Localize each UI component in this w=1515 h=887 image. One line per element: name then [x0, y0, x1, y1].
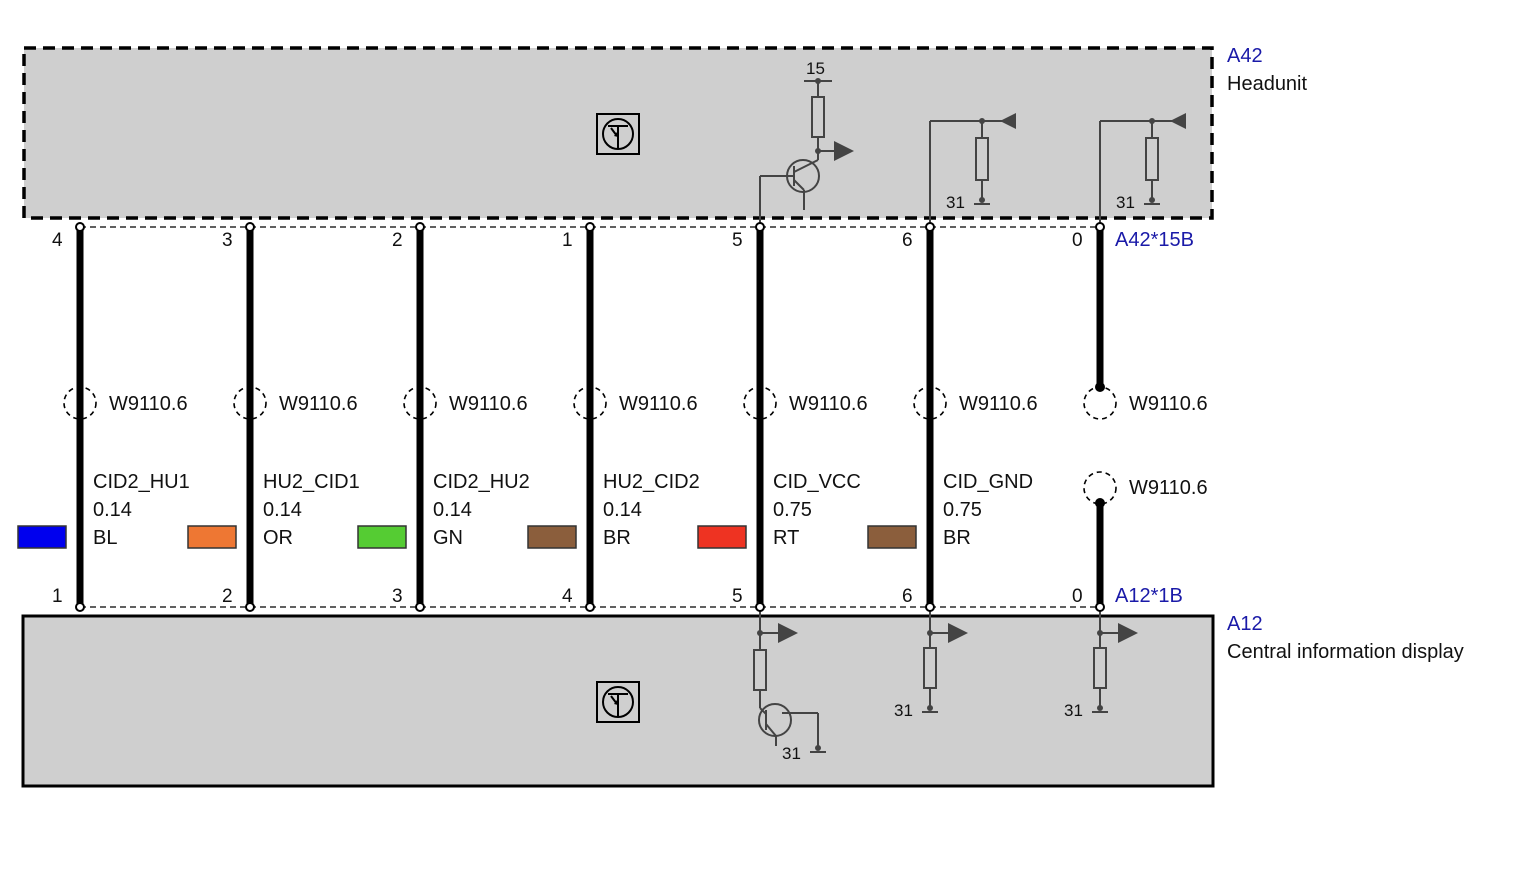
- wire-color-swatch: [17, 525, 67, 549]
- shield-marker: [743, 386, 777, 420]
- wire-size: 0.14: [603, 499, 642, 521]
- wire-size: 0.75: [943, 499, 982, 521]
- wire-shield-label: W9110.6: [109, 393, 188, 415]
- shield-marker: [63, 386, 97, 420]
- wire-top-pin: 4: [52, 230, 63, 251]
- bottom-connector-id: A12*1B: [1115, 585, 1183, 607]
- wire-bottom-terminal: [755, 602, 765, 612]
- wire-color-swatch: [527, 525, 577, 549]
- cid-vcc-circuit: [753, 607, 826, 753]
- shield-marker: [233, 386, 267, 420]
- wire-signal-name: CID2_HU1: [93, 471, 190, 493]
- headunit-ground-circuit-pin0: [1099, 120, 1174, 227]
- wire-top-terminal: [585, 222, 595, 232]
- shield-marker: [403, 386, 437, 420]
- wire-color-code: BL: [93, 527, 117, 549]
- wire-color-code: BR: [603, 527, 631, 549]
- wire-top-terminal: [755, 222, 765, 232]
- headunit-ground-label-pin0: 31: [1116, 193, 1135, 212]
- shield-marker: [573, 386, 607, 420]
- wire-top-pin: 5: [732, 230, 743, 251]
- wire-top-pin: 3: [222, 230, 233, 251]
- top-module-name: Headunit: [1227, 73, 1308, 95]
- wire-top-terminal: [75, 222, 85, 232]
- wire-bottom-pin: 1: [52, 586, 63, 607]
- wire-color-code: RT: [773, 527, 799, 549]
- shield-lower-label: W9110.6: [1129, 477, 1208, 499]
- bottom-module-id: A12: [1227, 613, 1263, 635]
- shield-wire: [1083, 222, 1117, 612]
- wire-bottom-terminal: [585, 602, 595, 612]
- wire-top-pin: 1: [562, 230, 573, 251]
- wire-signal-name: CID2_HU2: [433, 471, 530, 493]
- wire-shield-label: W9110.6: [619, 393, 698, 415]
- wire-group: 41W9110.6CID2_HU10.14BL32W9110.6HU2_CID1…: [17, 222, 1038, 612]
- headunit-supply-label: 15: [806, 59, 825, 78]
- wire-top-pin: 2: [392, 230, 403, 251]
- wire-signal-name: HU2_CID2: [603, 471, 700, 493]
- wire-signal-name: CID_GND: [943, 471, 1033, 493]
- wire-size: 0.75: [773, 499, 812, 521]
- wire-color-code: GN: [433, 527, 463, 549]
- wire-top-terminal: [415, 222, 425, 232]
- wire-bottom-terminal: [75, 602, 85, 612]
- wire-bottom-terminal: [245, 602, 255, 612]
- wire-color-code: BR: [943, 527, 971, 549]
- top-connector-id: A42*15B: [1115, 229, 1194, 251]
- shield-upper-label: W9110.6: [1129, 393, 1208, 415]
- top-module-id: A42: [1227, 45, 1263, 67]
- shield-wire-top-pin: 0: [1072, 230, 1083, 251]
- wire-bottom-pin: 6: [902, 586, 913, 607]
- wire-shield-label: W9110.6: [449, 393, 528, 415]
- wire-bottom-terminal: [925, 602, 935, 612]
- transistor-control-unit-icon: [596, 113, 640, 155]
- shield-wire-bottom-pin: 0: [1072, 586, 1083, 607]
- wire-signal-name: HU2_CID1: [263, 471, 360, 493]
- cid-ground-circuit-pin6: [922, 607, 968, 713]
- cid-ground-label-pin6: 31: [894, 701, 913, 720]
- cid-ground-circuit-pin0: [1092, 607, 1138, 713]
- wire-bottom-pin: 5: [732, 586, 743, 607]
- wire-signal-name: CID_VCC: [773, 471, 861, 493]
- bottom-module-name: Central information display: [1227, 641, 1464, 663]
- wire-size: 0.14: [263, 499, 302, 521]
- wire-color-swatch: [357, 525, 407, 549]
- headunit-ground-label-pin6: 31: [946, 193, 965, 212]
- shield-marker: [913, 386, 947, 420]
- wire-bottom-pin: 4: [562, 586, 573, 607]
- wire-color-swatch: [697, 525, 747, 549]
- wire-color-code: OR: [263, 527, 293, 549]
- wire-bottom-pin: 3: [392, 586, 403, 607]
- wire-bottom-terminal: [415, 602, 425, 612]
- wire-size: 0.14: [93, 499, 132, 521]
- wire-shield-label: W9110.6: [789, 393, 868, 415]
- wire-size: 0.14: [433, 499, 472, 521]
- wire-top-terminal: [925, 222, 935, 232]
- cid-ground-label-vcc: 31: [782, 744, 801, 763]
- wire-bottom-pin: 2: [222, 586, 233, 607]
- wire-shield-label: W9110.6: [959, 393, 1038, 415]
- wire-color-swatch: [187, 525, 237, 549]
- transistor-control-unit-icon: [596, 681, 640, 723]
- wire-top-terminal: [245, 222, 255, 232]
- cid-ground-label-pin0: 31: [1064, 701, 1083, 720]
- wire-top-pin: 6: [902, 230, 913, 251]
- wire-shield-label: W9110.6: [279, 393, 358, 415]
- wire-color-swatch: [867, 525, 917, 549]
